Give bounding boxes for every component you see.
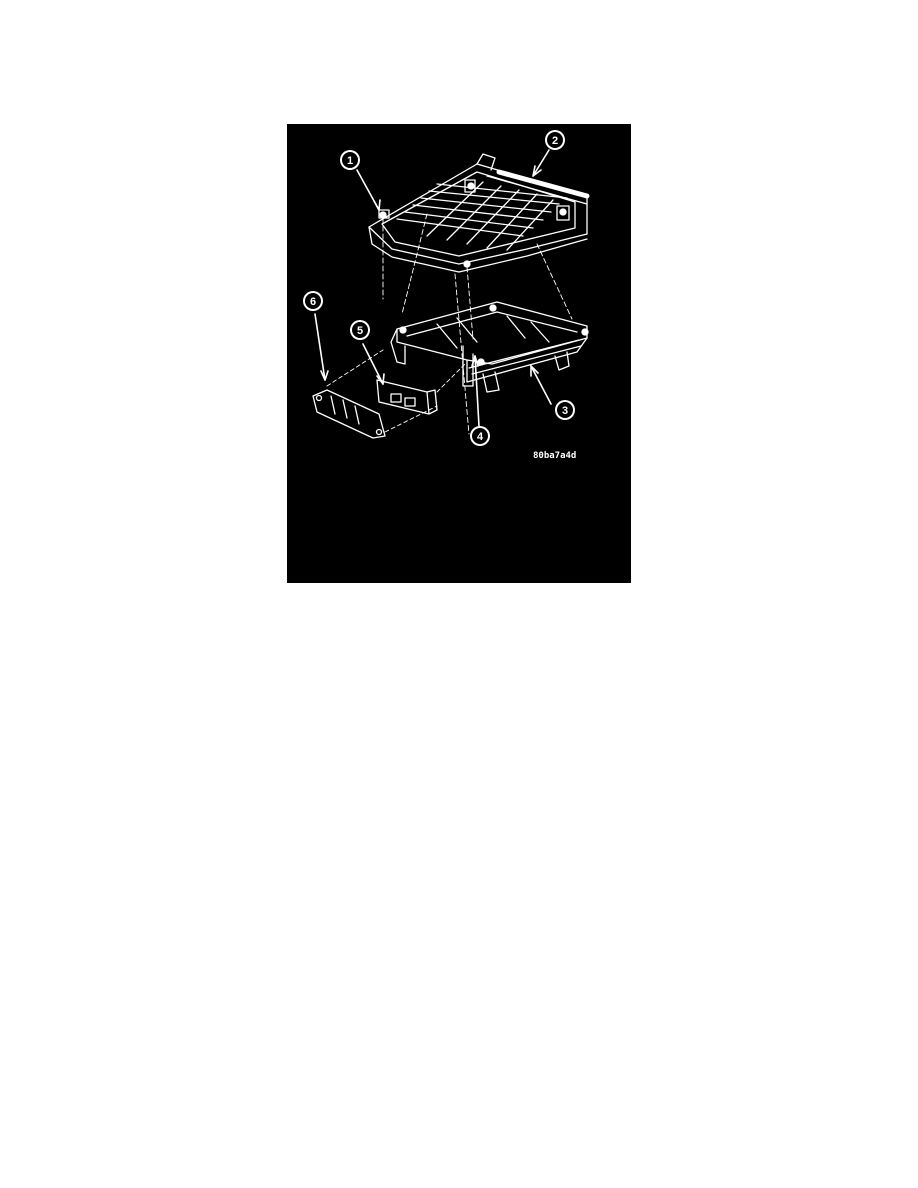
legend-number: 4 (578, 656, 584, 669)
legend-number: 5 (578, 671, 584, 683)
callout-leaders (314, 149, 552, 427)
callout-2-label: 2 (552, 135, 558, 147)
legend-separator: – (583, 656, 596, 669)
legend-separator: – (583, 685, 596, 698)
legend-label: NUT (4) (595, 613, 633, 625)
legend-label: BRACKET (595, 685, 646, 698)
legend-item: 5 – MODULE (578, 670, 713, 685)
callout-circle-4 (470, 426, 490, 446)
legend-separator: – (583, 642, 596, 654)
legend-item: 2 – SEAT CUSHION FRAME (578, 627, 713, 642)
callout-1-label: 1 (347, 155, 353, 167)
seat-assembly-drawing: 1 2 3 4 5 6 (303, 130, 590, 446)
legend-item: 4 – STUD (4) (578, 656, 713, 671)
legend-label: STUD (4) (595, 656, 640, 669)
legend-item: 3 – POWER SEAT TRACK (578, 641, 713, 656)
callout-circle-6 (303, 291, 323, 311)
callout-circle-2 (545, 130, 565, 150)
callout-circle-5 (350, 320, 370, 340)
legend-number: 1 (578, 613, 584, 625)
callout-4-label: 4 (477, 431, 484, 443)
legend-label: SEAT CUSHION FRAME (595, 627, 713, 640)
legend-number: 2 (578, 627, 584, 640)
power-seat-track (390, 301, 589, 393)
bracket (312, 389, 386, 439)
legend-number: 6 (578, 685, 584, 698)
callout-6-label: 6 (310, 296, 316, 308)
module-alignment-lines (326, 349, 466, 433)
legend-separator: – (583, 613, 596, 625)
image-reference-code: 80ba7a4d (533, 451, 577, 461)
legend-separator: – (583, 671, 596, 683)
legend-item: 6 – BRACKET (578, 685, 713, 700)
callout-5-label: 5 (357, 325, 363, 337)
callout-circle-3 (555, 400, 575, 420)
legend-item: 1 – NUT (4) (578, 612, 713, 627)
module (376, 379, 438, 415)
legend-label: POWER SEAT TRACK (595, 642, 703, 654)
exploded-view-figure: 1 2 3 4 5 6 80ba7a4d 1 – NUT (4)2 – SEAT… (287, 124, 713, 698)
alignment-lines (382, 213, 573, 435)
seat-cushion-frame (368, 153, 590, 273)
legend-number: 3 (578, 642, 584, 654)
callout-3-label: 3 (562, 405, 568, 417)
legend-separator: – (583, 627, 596, 640)
legend-label: MODULE (595, 671, 641, 683)
callout-circle-1 (340, 150, 360, 170)
